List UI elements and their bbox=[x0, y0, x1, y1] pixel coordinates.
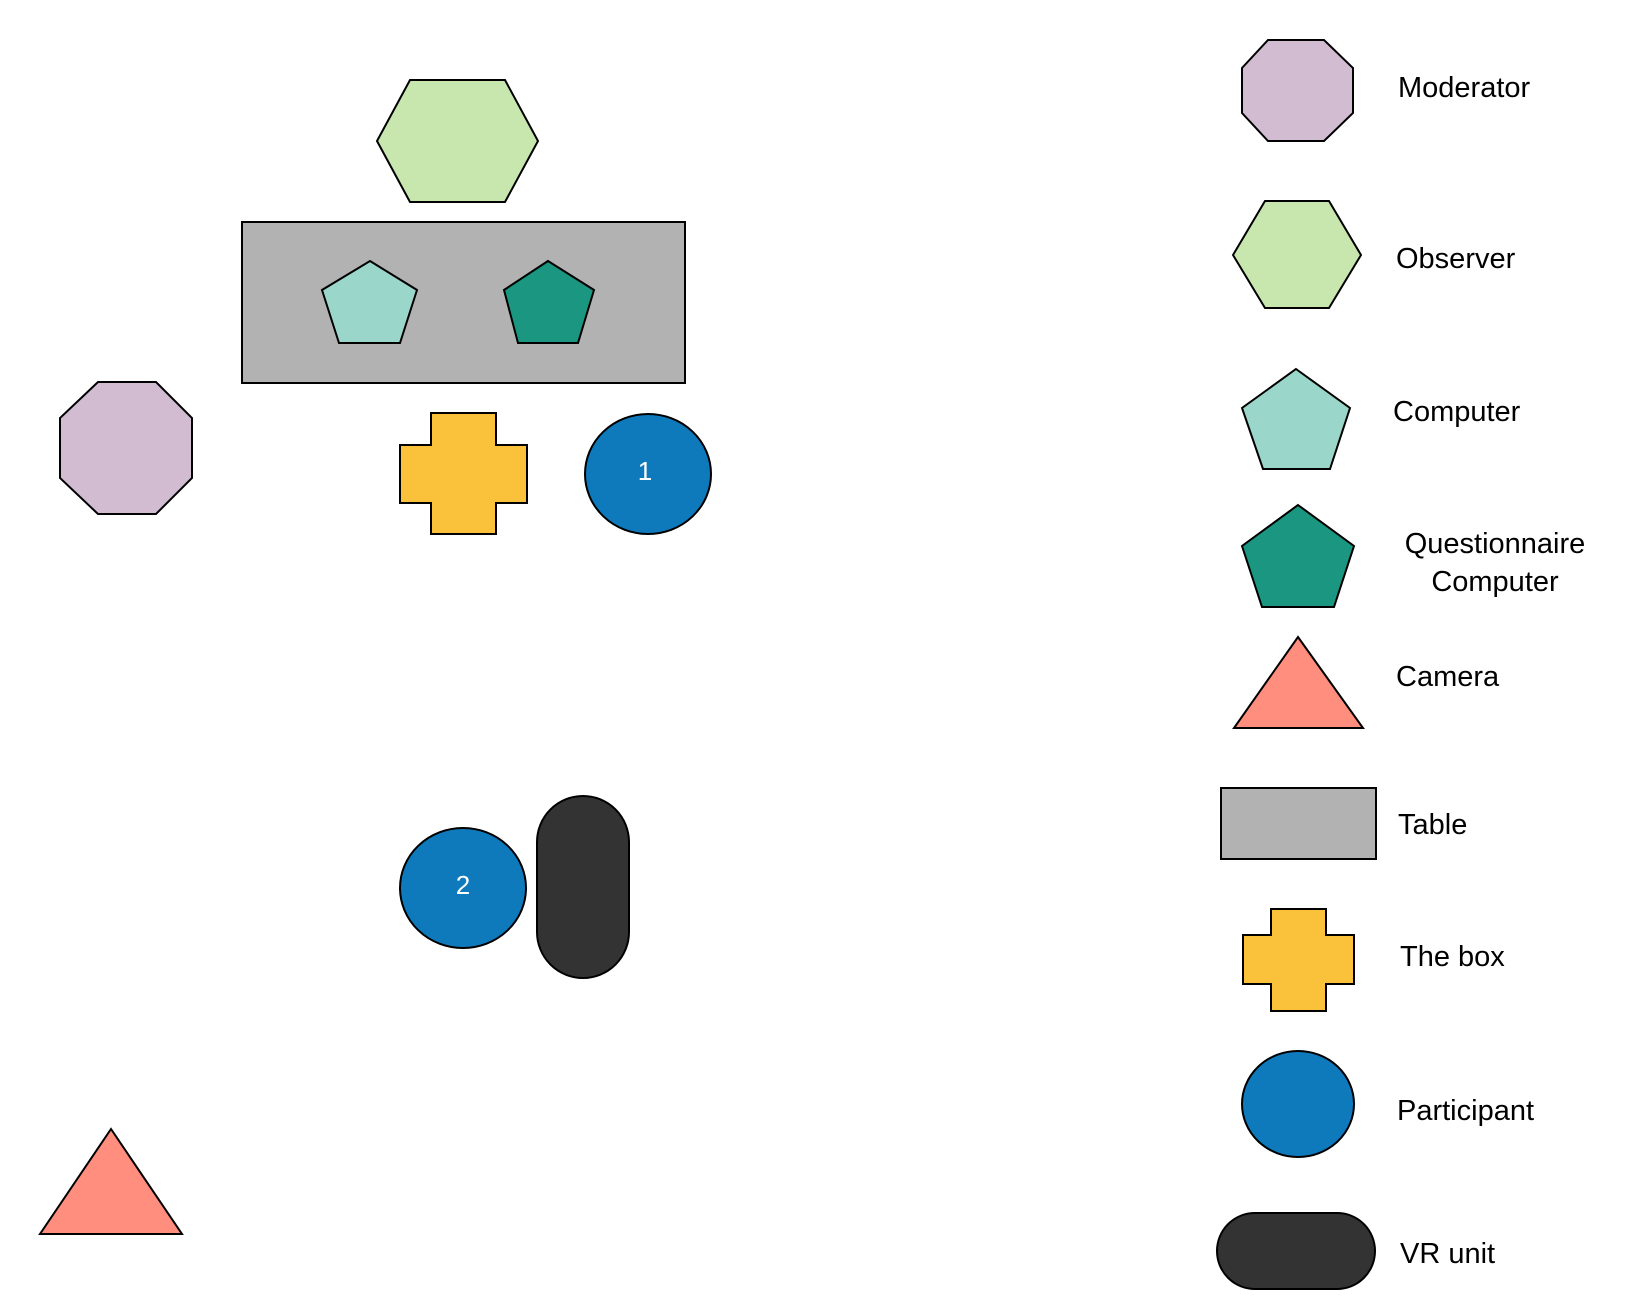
legend-item-box: The box bbox=[1242, 908, 1505, 1012]
legend-label-moderator: Moderator bbox=[1398, 72, 1531, 104]
legend-item-table: Table bbox=[1220, 787, 1467, 860]
pentagon-icon bbox=[1240, 367, 1352, 470]
legend-label-table: Table bbox=[1398, 809, 1467, 841]
cross-icon bbox=[1242, 908, 1355, 1012]
computer-shape bbox=[320, 259, 419, 344]
legend-label-computer: Computer bbox=[1393, 396, 1521, 428]
capsule-icon bbox=[1216, 1212, 1376, 1290]
hexagon-icon bbox=[1231, 200, 1363, 309]
participant-1: 1 bbox=[584, 413, 712, 535]
pentagon-dark-icon bbox=[1240, 503, 1356, 608]
triangle-icon bbox=[1232, 635, 1365, 729]
rectangle-icon bbox=[1220, 787, 1377, 860]
box-shape bbox=[399, 412, 528, 535]
questionnaire-computer-shape bbox=[502, 259, 596, 344]
legend-label-questionnaire-computer-line2: Computer bbox=[1431, 566, 1559, 598]
table-shape bbox=[241, 221, 686, 384]
legend-item-questionnaire-computer: Questionnaire Computer bbox=[1240, 503, 1586, 608]
legend: Moderator Observer Computer Questionnair… bbox=[1216, 39, 1586, 1290]
participant-2-number: 2 bbox=[456, 870, 470, 900]
legend-item-moderator: Moderator bbox=[1241, 39, 1531, 142]
circle-icon bbox=[1241, 1050, 1355, 1158]
legend-label-vr-unit: VR unit bbox=[1400, 1238, 1495, 1270]
legend-label-observer: Observer bbox=[1396, 243, 1516, 275]
octagon-icon bbox=[1241, 39, 1354, 142]
legend-label-questionnaire-computer: Questionnaire bbox=[1405, 528, 1586, 560]
moderator-shape bbox=[59, 381, 193, 515]
legend-label-box: The box bbox=[1400, 941, 1505, 973]
legend-item-camera: Camera bbox=[1232, 635, 1500, 729]
legend-item-participant: Participant bbox=[1241, 1050, 1534, 1158]
participant-2: 2 bbox=[399, 827, 527, 949]
legend-label-participant: Participant bbox=[1397, 1095, 1534, 1127]
legend-item-computer: Computer bbox=[1240, 367, 1521, 470]
vr-unit-shape bbox=[536, 795, 630, 979]
legend-label-camera: Camera bbox=[1396, 661, 1500, 693]
legend-item-vr-unit: VR unit bbox=[1216, 1212, 1495, 1290]
camera-shape bbox=[38, 1127, 184, 1235]
participant-1-number: 1 bbox=[638, 456, 652, 486]
observer-shape bbox=[375, 79, 540, 203]
legend-item-observer: Observer bbox=[1231, 200, 1516, 309]
